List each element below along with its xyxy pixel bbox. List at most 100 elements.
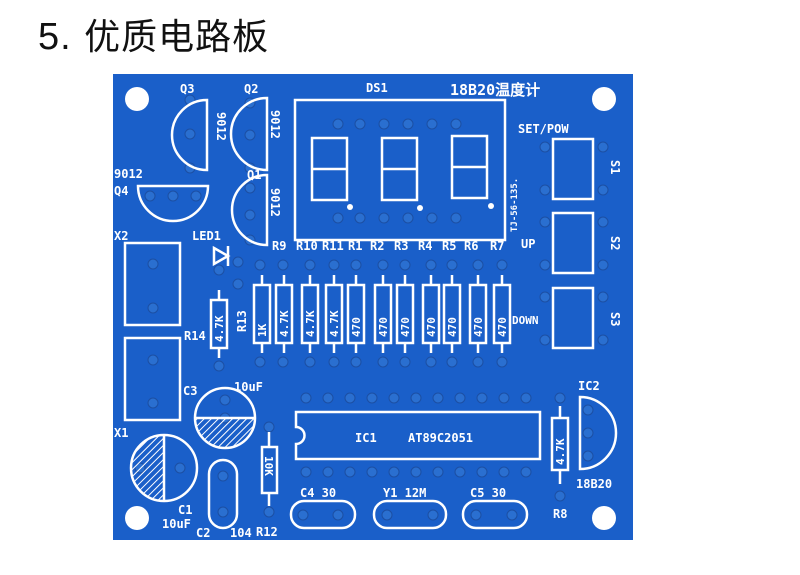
solder-pad: [378, 212, 390, 224]
capacitor-c4-outline: [289, 499, 357, 530]
resistor-ref-label: R9: [272, 239, 286, 253]
down-label: DOWN: [512, 314, 539, 327]
resistor-ref-label: R5: [442, 239, 456, 253]
solder-pad: [144, 190, 156, 202]
solder-pad: [597, 216, 609, 228]
r14-label: R14: [184, 329, 206, 343]
set-pow-label: SET/POW: [518, 122, 569, 136]
solder-pad: [332, 118, 344, 130]
solder-pad: [450, 212, 462, 224]
solder-pad: [328, 259, 340, 271]
solder-pad: [539, 216, 551, 228]
switch-s3-outline: [551, 286, 595, 350]
solder-pad: [147, 258, 159, 270]
solder-pad: [277, 356, 289, 368]
q1-label: Q1: [247, 168, 261, 182]
solder-pad: [263, 506, 275, 518]
capacitor-c2: C2 104: [196, 458, 252, 540]
seven-segment-digits: [310, 134, 494, 211]
x1-label: X1: [114, 426, 128, 440]
solder-pad: [410, 392, 422, 404]
solder-pad: [366, 392, 378, 404]
resistor-ref-label: R4: [418, 239, 432, 253]
switch-s1-outline: [551, 137, 595, 201]
c1-value: 10uF: [162, 517, 191, 531]
mounting-hole: [592, 87, 616, 111]
solder-pad: [454, 392, 466, 404]
r13-label: R13: [235, 310, 249, 332]
solder-pad: [410, 466, 422, 478]
resistor: 470: [421, 275, 441, 353]
solder-pad: [244, 129, 256, 141]
solder-pad: [597, 259, 609, 271]
solder-pad: [476, 466, 488, 478]
solder-pad: [496, 259, 508, 271]
solder-pad: [554, 490, 566, 502]
solder-pad: [354, 118, 366, 130]
r12-label: R12: [256, 525, 278, 539]
solder-pad: [377, 356, 389, 368]
solder-pad: [213, 264, 225, 276]
q2-label: Q2: [244, 82, 258, 96]
solder-pad: [388, 392, 400, 404]
solder-pad: [174, 462, 186, 474]
solder-pad: [322, 392, 334, 404]
solder-pad: [254, 259, 266, 271]
connector-x1-outline: [123, 336, 182, 422]
solder-pad: [539, 334, 551, 346]
solder-pad: [539, 141, 551, 153]
resistor: 470: [442, 275, 462, 353]
r8-label: R8: [553, 507, 567, 521]
solder-pad: [399, 259, 411, 271]
solder-pad: [190, 190, 202, 202]
digit-outline: [310, 136, 349, 202]
ds1-label: DS1: [366, 81, 388, 95]
s3-label: S3: [608, 312, 622, 326]
c2-label: C2: [196, 526, 210, 540]
c1-label: C1: [178, 503, 192, 517]
solder-pad: [597, 291, 609, 303]
solder-pad: [506, 509, 518, 521]
digit-outline: [380, 136, 419, 202]
solder-pad: [476, 392, 488, 404]
q4-label: Q4: [114, 184, 128, 198]
r12-value: 10K: [262, 456, 275, 476]
solder-pad: [147, 397, 159, 409]
solder-pad: [366, 466, 378, 478]
solder-pad: [539, 291, 551, 303]
decimal-point: [417, 205, 423, 211]
solder-pad: [300, 466, 312, 478]
c3-value: 10uF: [234, 380, 263, 394]
solder-pad: [520, 466, 532, 478]
mounting-hole: [125, 506, 149, 530]
mounting-hole: [125, 87, 149, 111]
decimal-point: [488, 203, 494, 209]
solder-pad: [597, 141, 609, 153]
resistor-value: 470: [399, 317, 412, 337]
solder-pad: [472, 259, 484, 271]
resistor: 470: [346, 275, 366, 353]
solder-pad: [554, 392, 566, 404]
solder-pad: [263, 421, 275, 433]
switch-s2-outline: [551, 211, 595, 275]
solder-pad: [450, 118, 462, 130]
solder-pad: [470, 509, 482, 521]
resistor-ref-label: R7: [490, 239, 504, 253]
solder-pad: [520, 392, 532, 404]
solder-pad: [350, 356, 362, 368]
resistor: 470: [395, 275, 415, 353]
ic2-part: 18B20: [576, 477, 612, 491]
resistor: 470: [468, 275, 488, 353]
solder-pad: [446, 259, 458, 271]
solder-pad: [217, 470, 229, 482]
ic1-label: IC1: [355, 431, 377, 445]
solder-pad: [344, 392, 356, 404]
solder-pad: [426, 212, 438, 224]
solder-pad: [147, 354, 159, 366]
capacitor-c1: C1 10uF: [129, 433, 199, 531]
up-label: UP: [521, 237, 535, 251]
ic2-sensor: IC2 18B20: [576, 379, 618, 491]
solder-pad: [402, 212, 414, 224]
resistor: 4.7K: [209, 290, 229, 358]
